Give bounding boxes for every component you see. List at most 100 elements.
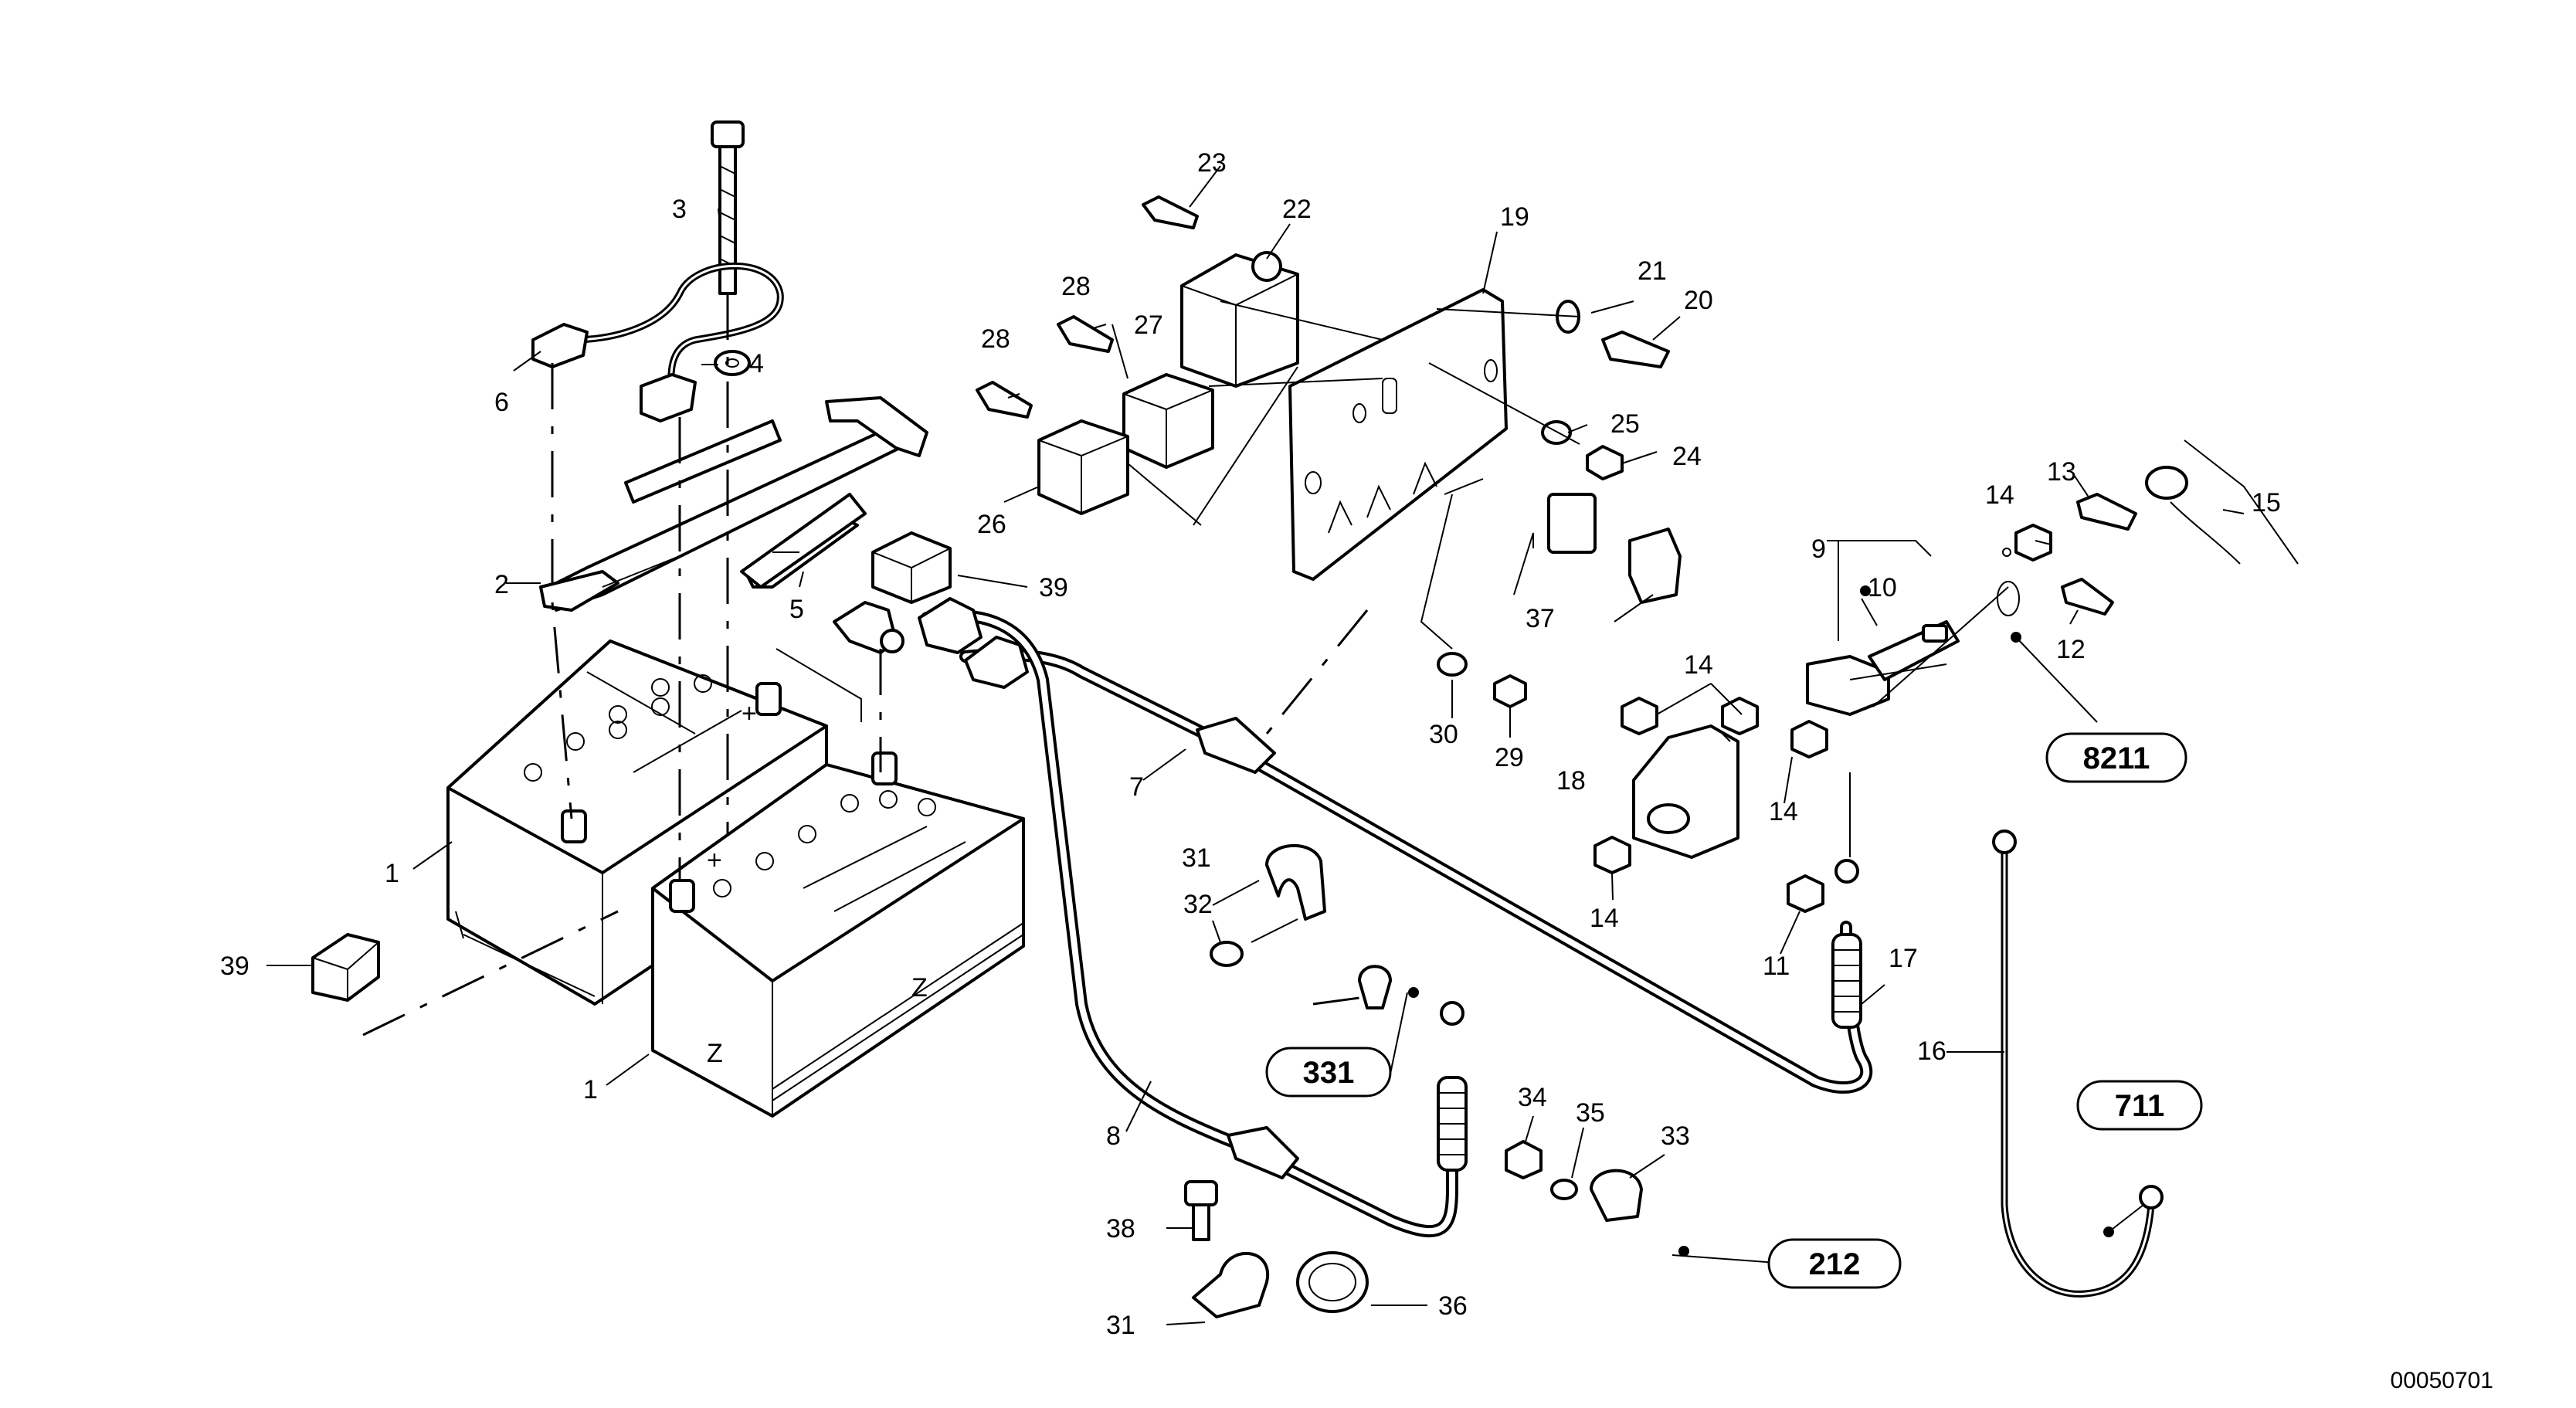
part-label: 1 (583, 1075, 598, 1104)
part-label: 19 (1500, 202, 1529, 232)
part-label: 30 (1429, 720, 1458, 749)
part-label: 13 (2047, 457, 2076, 487)
part-label: 23 (1197, 148, 1227, 178)
ground-strap-16 (1992, 830, 2164, 1298)
part-label: 6 (494, 388, 509, 417)
part-label: 31 (1182, 843, 1211, 873)
reference-711-label: 711 (2115, 1089, 2165, 1123)
terminal-cover-39 (871, 531, 952, 604)
part-label: 29 (1495, 743, 1524, 772)
relay-22 (1180, 251, 1299, 388)
part-label: 28 (1061, 272, 1091, 301)
battery-plus-mark: + (742, 699, 757, 728)
part-label: 16 (1917, 1036, 1946, 1066)
sleeve-5 (740, 493, 867, 589)
screws-23-28 (976, 195, 1199, 419)
main-switch-18 (1632, 724, 1739, 859)
part-label: 14 (1590, 904, 1619, 933)
relay-mounting-plate-19 (1288, 288, 1508, 581)
nut-34 (1505, 1140, 1543, 1179)
washer-35 (1550, 1179, 1578, 1200)
leader-lines (266, 165, 2299, 1325)
part-label: 21 (1638, 256, 1667, 286)
part-label: 32 (1183, 890, 1213, 919)
reference-bubble-212[interactable]: 212 (1767, 1238, 1902, 1289)
terminal-clamp-positive (833, 601, 904, 654)
clamp-31-upper (1265, 844, 1326, 921)
part-label: 15 (2252, 488, 2281, 517)
cap-15 (2145, 466, 2241, 565)
bolt-38 (1184, 1180, 1218, 1241)
drawing-number: 00050701 (2391, 1368, 2493, 1393)
battery-front: + Z Z (651, 751, 1025, 1118)
part-label: 39 (1039, 573, 1068, 602)
part-label: 18 (1556, 766, 1586, 796)
washer-4 (714, 350, 751, 376)
hold-down-bar (539, 396, 928, 612)
battery-z-mark: Z (911, 973, 928, 1003)
part-label: 20 (1684, 286, 1713, 315)
switch-bracket-9-10 (1806, 620, 1960, 716)
hold-down-bolt (711, 120, 745, 295)
screws-12-13 (2061, 493, 2137, 616)
battery-plus-mark: + (707, 846, 722, 875)
battery-z-mark: Z (707, 1039, 723, 1068)
part-label: 2 (494, 570, 509, 599)
part-label: 8 (1106, 1121, 1121, 1151)
relay-27 (1122, 373, 1214, 469)
part-label: 3 (672, 195, 687, 224)
part-label: 14 (1769, 797, 1798, 826)
part-label: 24 (1672, 442, 1702, 471)
reference-dots (1408, 585, 2114, 1257)
part-label: 11 (1763, 952, 1790, 981)
hose-clamp-36 (1296, 1251, 1369, 1313)
clamp-33 (1590, 1169, 1643, 1222)
part-label: 26 (977, 510, 1006, 539)
part-label: 39 (220, 952, 249, 981)
terminal-cover-39-small (311, 933, 380, 1002)
part-label: 37 (1526, 604, 1555, 633)
reference-bubble-711[interactable]: 711 (2076, 1080, 2203, 1131)
part-label: 9 (1811, 534, 1826, 564)
part-label: 34 (1518, 1083, 1547, 1112)
part-label: 5 (789, 595, 804, 624)
battery-jumper-cable (531, 262, 784, 422)
part-label: 1 (385, 859, 399, 888)
part-labels: 3 4 6 2 5 39 1 1 39 7 8 23 22 28 27 28 2… (220, 148, 2281, 1340)
part-label: 38 (1106, 1214, 1135, 1243)
part-label: 25 (1610, 409, 1640, 439)
assembly-lines (362, 293, 2009, 1036)
part-label: 10 (1868, 573, 1897, 602)
part-label: 33 (1661, 1121, 1690, 1151)
reference-331-label: 331 (1303, 1056, 1355, 1090)
part-label: 17 (1889, 944, 1918, 973)
corrugated-sleeve-17 (1831, 859, 1862, 1029)
battery-rear: + (446, 640, 828, 1006)
part-label: 31 (1106, 1311, 1135, 1340)
bolt-20-washers (1541, 300, 1670, 480)
reference-8211-label: 8211 (2083, 741, 2150, 775)
battery-cable-8 (918, 597, 1458, 1238)
part-label: 14 (1684, 650, 1713, 680)
terminal-331 (1358, 965, 1392, 1009)
corrugated-sleeve-331 (1437, 1001, 1468, 1172)
connector-37 (1547, 493, 1682, 604)
part-label: 14 (1985, 480, 2014, 510)
o-ring-switch (1997, 548, 2020, 616)
part-label: 12 (2056, 635, 2086, 664)
clamp-31-lower (1192, 1251, 1270, 1318)
part-label: 22 (1282, 195, 1312, 224)
part-label: 27 (1134, 310, 1163, 340)
relay-26 (1037, 419, 1129, 515)
part-label: 28 (981, 324, 1010, 354)
reference-212-label: 212 (1809, 1247, 1861, 1281)
part-label: 35 (1576, 1098, 1605, 1128)
nut-washer-29-30 (1437, 652, 1527, 708)
part-label: 7 (1129, 772, 1144, 802)
reference-bubble-8211[interactable]: 8211 (2045, 732, 2187, 783)
reference-bubble-331[interactable]: 331 (1265, 1047, 1392, 1098)
nut-32 (1210, 941, 1244, 967)
nuts-14 (1593, 524, 2052, 913)
part-label: 36 (1438, 1291, 1468, 1321)
